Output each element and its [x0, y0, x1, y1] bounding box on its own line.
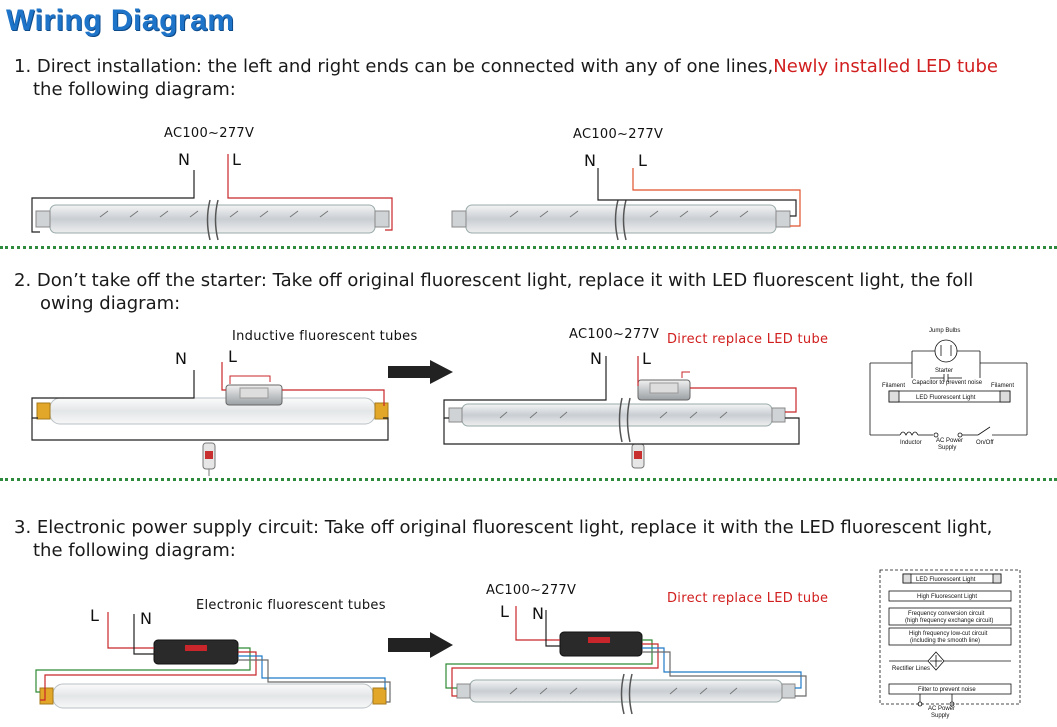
step3-n-a: N — [140, 609, 152, 628]
s3-ac-supply-label: Supply — [931, 713, 949, 719]
step1-diagram-right — [451, 168, 801, 241]
inductor-label: Inductor — [900, 440, 922, 446]
tube-end-cap — [35, 210, 51, 228]
led-tube — [461, 403, 773, 427]
led-light-label: LED Fluorescent Light — [916, 395, 976, 401]
step2-schematic: Jump Bulbs Starter Capacitor to prevent … — [869, 328, 1028, 451]
step1-line1: 1. Direct installation: the left and rig… — [14, 56, 774, 77]
electronic-driver — [559, 631, 643, 657]
step3-diagram-left — [35, 612, 391, 709]
fluorescent-tube — [52, 683, 374, 709]
rectifier-label: Rectifier Lines — [892, 666, 930, 672]
step3-l-a: L — [90, 606, 99, 625]
ac-power-label: AC Power — [936, 438, 963, 444]
step1-diagram-left — [31, 154, 393, 241]
step1-n-a: N — [178, 150, 190, 169]
step1-l-b: L — [638, 151, 647, 170]
step2-voltage: AC100~277V — [569, 327, 660, 342]
rectifier-icon — [927, 651, 945, 671]
onoff-label: On/Off — [976, 440, 994, 446]
step2-l-a: L — [228, 347, 237, 366]
step3-direct-replace: Direct replace LED tube — [667, 591, 829, 606]
step1-highlight: Newly installed LED tube — [773, 56, 998, 77]
led-tube — [465, 204, 777, 234]
tube-end-cap — [771, 407, 786, 423]
step3-n-b: N — [532, 604, 544, 623]
s3-ac-power-label: AC Power — [928, 706, 955, 712]
step2-diagram-left — [31, 362, 389, 476]
step2-line2: owing diagram: — [40, 293, 181, 314]
tube-end-cap — [451, 210, 467, 228]
led-tube — [469, 679, 783, 703]
capacitor-label: Capacitor to prevent noise — [912, 380, 983, 386]
tube-end-cap — [775, 210, 791, 228]
jump-bulb-icon — [934, 339, 958, 363]
tube-end-cap — [36, 402, 51, 420]
step1-voltage-a: AC100~277V — [164, 126, 255, 141]
step1-text: 1. Direct installation: the left and rig… — [14, 55, 998, 78]
step1-voltage-b: AC100~277V — [573, 127, 664, 142]
tube-end-cap — [372, 687, 387, 705]
filter-label: Filter to prevent noise — [918, 687, 976, 693]
electronic-driver — [153, 639, 239, 665]
separator-2 — [0, 478, 1057, 481]
starter-label: Starter — [935, 368, 953, 374]
step2-l-b: L — [642, 349, 651, 368]
step3-line1: 3. Electronic power supply circuit: Take… — [14, 517, 993, 538]
high-light-label: High Fluorescent Light — [917, 594, 977, 600]
arrow-icon — [388, 360, 453, 384]
s3-led-light-label: LED Fluorescent Light — [916, 577, 976, 583]
step1-n-b: N — [584, 151, 596, 170]
step3-l-b: L — [500, 602, 509, 621]
step2-n-b: N — [590, 349, 602, 368]
ac-supply-label: Supply — [938, 445, 956, 451]
step3-diagram-right — [445, 606, 807, 715]
tube-end-cap — [374, 402, 389, 420]
step3-electronic-label: Electronic fluorescent tubes — [196, 598, 386, 613]
inductor-icon — [899, 431, 919, 436]
step2-diagram-right — [443, 356, 800, 469]
filament-right-label: Filament — [991, 383, 1014, 389]
step3-schematic: LED Fluorescent Light High Fluorescent L… — [879, 569, 1021, 719]
fluorescent-tube — [49, 397, 376, 425]
led-tube — [49, 204, 376, 234]
tube-end-cap — [448, 407, 463, 423]
step2-direct-replace: Direct replace LED tube — [667, 332, 829, 347]
freq-conv-sub-label: (high frequency exchange circuit) — [905, 618, 993, 624]
switch-icon — [977, 426, 991, 436]
freq-conv-label: Frequency conversion circuit — [908, 611, 985, 617]
step2-n-a: N — [175, 349, 187, 368]
separator-1 — [0, 246, 1057, 249]
page-title: Wiring Diagram — [6, 4, 235, 37]
low-cut-label: High frequency low-cut circuit — [909, 631, 988, 637]
tube-end-cap — [781, 683, 796, 699]
tube-end-cap — [456, 683, 471, 699]
step1-line2: the following diagram: — [33, 79, 236, 100]
step3-voltage: AC100~277V — [486, 583, 577, 598]
step3-line2: the following diagram: — [33, 540, 236, 561]
step2-line1: 2. Don’t take off the starter: Take off … — [14, 270, 974, 291]
low-cut-sub-label: (including the smooth line) — [910, 638, 980, 644]
arrow-icon — [388, 632, 453, 658]
tube-end-cap — [374, 210, 390, 228]
filament-left-label: Filament — [882, 383, 905, 389]
step1-l-a: L — [232, 150, 241, 169]
step2-inductive-label: Inductive fluorescent tubes — [232, 329, 418, 344]
tube-end-cap — [39, 687, 54, 705]
jump-bulbs-label: Jump Bulbs — [929, 328, 960, 334]
